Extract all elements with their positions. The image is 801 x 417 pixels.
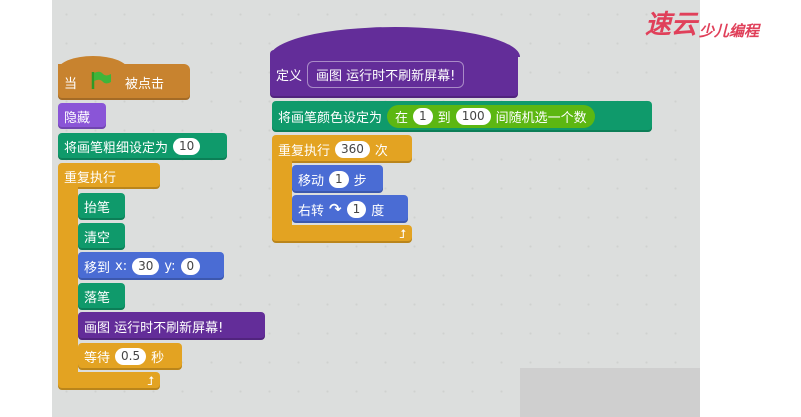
x-input[interactable]: 30 <box>132 257 160 275</box>
random-to-label: 到 <box>437 111 451 126</box>
clicked-label: 被点击 <box>125 76 165 92</box>
pen-size-input[interactable]: 10 <box>173 138 201 155</box>
repeat-label: 重复执行 <box>278 143 331 159</box>
wait-label: 等待 <box>84 351 111 366</box>
pen-down-label: 落笔 <box>84 291 111 306</box>
repeat-block[interactable]: 重复执行 360 次 <box>272 135 412 163</box>
green-flag-icon <box>90 70 112 94</box>
pen-up-label: 抬笔 <box>84 201 111 216</box>
move-steps-block[interactable]: 移动 1 步 <box>292 165 383 193</box>
pick-end-label: 间随机选一个数 <box>495 111 587 126</box>
repeat-bottom: ⮥ <box>272 225 412 243</box>
y-label: y: <box>164 258 176 274</box>
goto-xy-block[interactable]: 移到 x: 30 y: 0 <box>78 252 224 280</box>
repeat-unit: 次 <box>374 143 388 159</box>
pick-in-label: 在 <box>395 111 409 126</box>
define-name: 画图 运行时不刷新屏幕! <box>307 60 465 88</box>
x-label: x: <box>115 258 128 274</box>
draw-call-block[interactable]: 画图 运行时不刷新屏幕! <box>78 312 265 340</box>
forever-bottom: ⮥ <box>58 372 160 390</box>
when-label: 当 <box>64 76 78 92</box>
pen-up-block[interactable]: 抬笔 <box>78 193 125 220</box>
turn-label: 右转 <box>298 203 325 219</box>
goto-label: 移到 <box>84 260 111 276</box>
wait-input[interactable]: 0.5 <box>115 348 147 365</box>
logo-main: 速云 <box>645 10 698 40</box>
draw-call-label: 画图 运行时不刷新屏幕! <box>84 320 224 336</box>
clear-block[interactable]: 清空 <box>78 223 125 250</box>
clear-label: 清空 <box>84 231 111 246</box>
when-flag-clicked-block[interactable]: 当 被点击 <box>58 64 190 100</box>
define-block[interactable]: 定义 画图 运行时不刷新屏幕! <box>270 50 518 98</box>
wait-unit: 秒 <box>151 351 165 366</box>
turn-unit: 度 <box>371 203 385 219</box>
wait-block[interactable]: 等待 0.5 秒 <box>78 343 182 370</box>
repeat-arm <box>272 160 292 230</box>
pen-color-label: 将画笔颜色设定为 <box>278 111 383 126</box>
pen-down-block[interactable]: 落笔 <box>78 283 125 310</box>
random-from-input[interactable]: 1 <box>413 108 433 125</box>
pen-size-label: 将画笔粗细设定为 <box>64 141 169 156</box>
turn-input[interactable]: 1 <box>346 200 367 218</box>
forever-label: 重复执行 <box>64 170 117 186</box>
set-pen-color-block[interactable]: 将画笔颜色设定为 在 1 到 100 间随机选一个数 <box>272 101 652 132</box>
y-input[interactable]: 0 <box>180 257 201 275</box>
logo: 速云 少儿编程 <box>645 4 759 41</box>
pick-random-block[interactable]: 在 1 到 100 间随机选一个数 <box>387 105 595 128</box>
hide-block[interactable]: 隐藏 <box>58 103 106 129</box>
random-to-input[interactable]: 100 <box>455 108 491 125</box>
rotate-clockwise-icon: ↷ <box>329 200 342 218</box>
repeat-input[interactable]: 360 <box>335 140 370 158</box>
hide-label: 隐藏 <box>64 110 91 126</box>
loop-arrow-icon: ⮥ <box>146 373 154 388</box>
canvas-overlay <box>520 368 700 417</box>
move-unit: 步 <box>353 173 367 189</box>
define-label: 定义 <box>276 68 303 84</box>
forever-block[interactable]: 重复执行 <box>58 163 160 189</box>
logo-sub: 少儿编程 <box>699 22 760 40</box>
move-input[interactable]: 1 <box>329 170 349 188</box>
forever-arm <box>58 186 78 376</box>
loop-arrow-icon: ⮥ <box>398 226 406 241</box>
set-pen-size-block[interactable]: 将画笔粗细设定为 10 <box>58 133 227 160</box>
move-label: 移动 <box>298 173 325 189</box>
turn-right-block[interactable]: 右转 ↷ 1 度 <box>292 195 408 223</box>
